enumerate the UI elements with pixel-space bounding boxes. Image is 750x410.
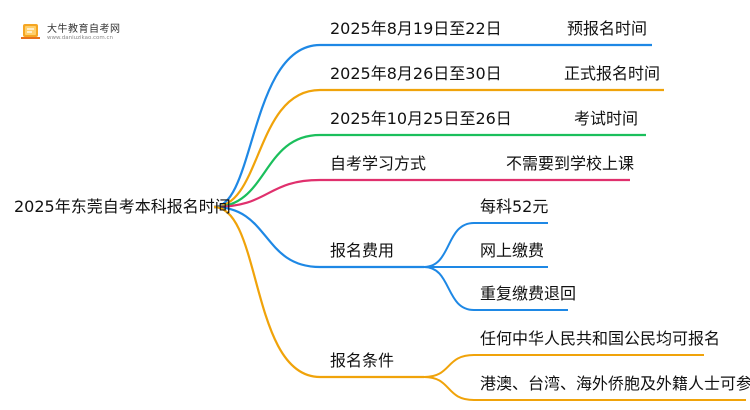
logo-url: www.daniuzikao.com.cn [47, 35, 113, 41]
branch-connector-1 [213, 43, 652, 209]
sub-connector-5-3 [423, 266, 568, 311]
branch-connector-3 [213, 133, 646, 209]
sub-connector-6-2 [423, 376, 746, 401]
branch-label-2: 2025年8月26日至30日 [330, 64, 502, 83]
branch-label-1: 2025年8月19日至22日 [330, 19, 502, 38]
branch-connector-6 [213, 205, 424, 379]
root-topic: 2025年东莞自考本科报名时间 [14, 197, 231, 216]
logo-title: 大牛教育自考网 [47, 24, 121, 35]
branch-connector-5 [213, 205, 424, 269]
sub-item-5-1: 每科52元 [480, 197, 549, 216]
sub-connector-6-1 [423, 354, 704, 378]
branch-value-2: 正式报名时间 [564, 64, 661, 83]
branch-label-3: 2025年10月25日至26日 [330, 109, 512, 128]
branch-label-4: 自考学习方式 [330, 154, 427, 173]
branch-label-5: 报名费用 [330, 241, 395, 260]
branch-value-1: 预报名时间 [567, 19, 648, 38]
branch-connector-4 [213, 178, 630, 209]
book-logo-icon [21, 24, 40, 39]
branch-connector-2 [213, 88, 664, 209]
sub-connector-5-1 [423, 222, 548, 268]
sub-item-6-1: 任何中华人民共和国公民均可报名 [480, 329, 721, 348]
site-logo: 大牛教育自考网 www.daniuzikao.com.cn [20, 19, 132, 47]
sub-item-5-3: 重复缴费退回 [480, 284, 577, 303]
branch-label-6: 报名条件 [330, 351, 395, 370]
branch-value-3: 考试时间 [574, 109, 639, 128]
sub-item-6-2: 港澳、台湾、海外侨胞及外籍人士可参加 [480, 374, 750, 393]
branch-value-4: 不需要到学校上课 [506, 154, 635, 173]
sub-item-5-2: 网上缴费 [480, 241, 545, 260]
